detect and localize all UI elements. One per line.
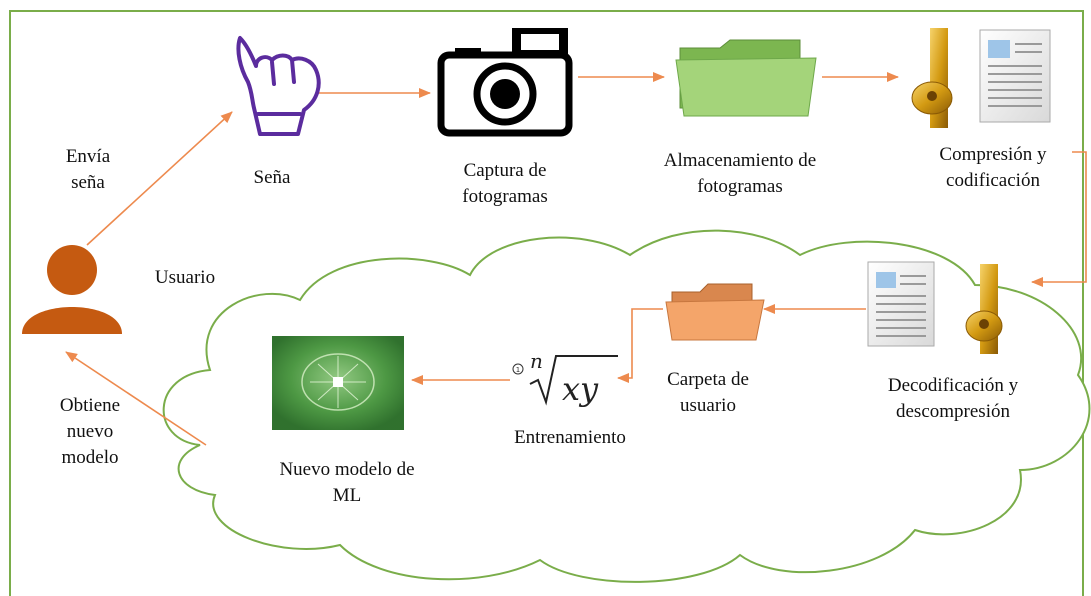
label-sena: Seña [253, 167, 291, 188]
arrow-carpeta-to-formula [617, 308, 663, 383]
storage-folder-icon [675, 39, 817, 117]
diagram-frame [9, 10, 1084, 596]
label-usuario: Usuario [154, 267, 216, 288]
user-icon [22, 245, 122, 334]
formula-index: n [530, 349, 543, 373]
ml-model-image [272, 336, 404, 430]
decode-document-icon [867, 261, 1003, 354]
label-entrenamiento: Entrenamiento [514, 427, 626, 448]
cloud-shape [162, 229, 1091, 583]
camera-icon [437, 28, 573, 137]
training-formula: 1 n xy [512, 349, 618, 408]
arrow-user-to-sena [86, 111, 233, 246]
arrow-zip-to-decode [1031, 151, 1087, 287]
hand-sign-icon [236, 36, 321, 136]
flow-arrows [65, 72, 1087, 446]
formula-radicand: xy [562, 370, 599, 408]
svg-text:1: 1 [516, 366, 520, 374]
arrow-cloud-to-user [65, 351, 207, 446]
user-folder-icon [665, 283, 765, 341]
zip-document-icon [911, 28, 1051, 128]
